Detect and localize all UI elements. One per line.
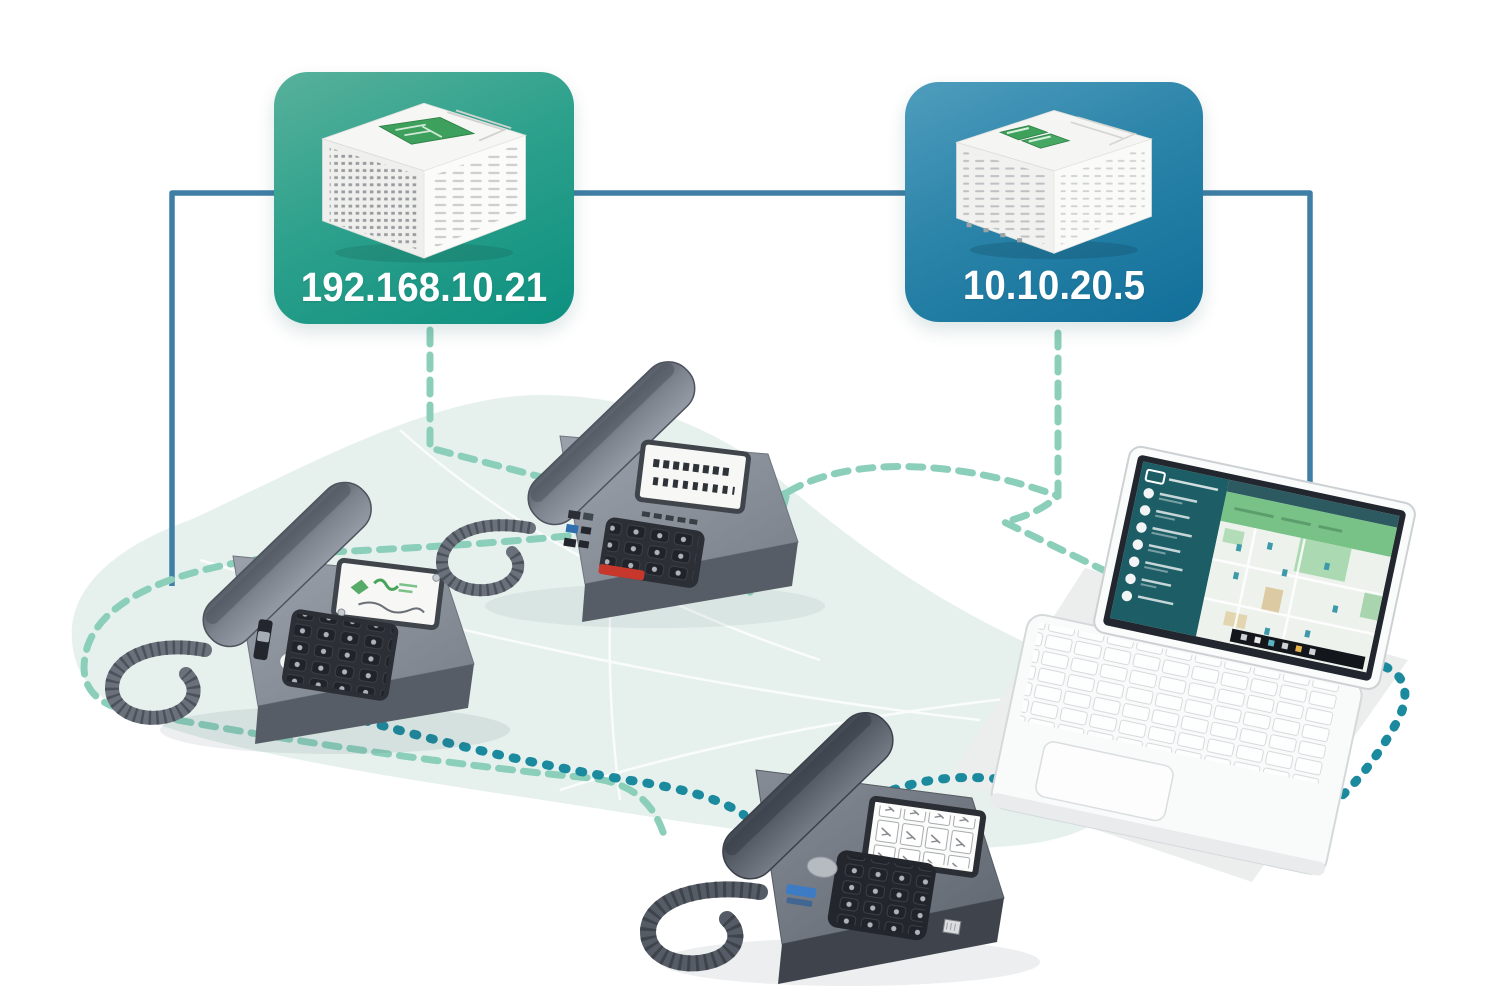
handset <box>527 361 696 526</box>
phone-keypad <box>598 511 705 588</box>
desk-phone-bottom <box>639 712 1040 986</box>
gateway-box-icon <box>321 102 527 263</box>
contact-labels <box>1137 492 1198 606</box>
laptop-screen <box>1093 445 1416 690</box>
wired-link-line <box>169 190 1313 586</box>
laptop <box>990 445 1416 876</box>
green-connector-modules <box>998 125 1071 149</box>
line-socket <box>942 918 962 936</box>
phone-display <box>634 439 751 514</box>
ip-label-secondary: 10.10.20.5 <box>962 262 1146 308</box>
dash-gateway-b-to-laptop <box>993 329 1128 584</box>
dashboard-map-panel <box>1196 479 1400 673</box>
gateway-card-primary: 192.168.10.21 <box>274 72 574 324</box>
map-header-band <box>1220 491 1398 557</box>
map-markers <box>1232 542 1339 638</box>
dashboard-sidebar <box>1109 461 1230 637</box>
vent-grid <box>329 147 417 250</box>
laptop-base <box>990 613 1363 876</box>
volume-slider <box>253 619 273 661</box>
cord-coils <box>104 640 207 725</box>
taskbar-icons <box>1240 633 1316 656</box>
keyboard <box>1019 622 1340 784</box>
desk-phone-left <box>104 481 510 754</box>
side-controls <box>785 856 838 907</box>
phone-keypad <box>282 609 399 701</box>
cord-coils <box>435 519 532 597</box>
dash-zone-loop <box>80 488 792 842</box>
indicator-lights <box>563 510 594 549</box>
handset <box>202 481 372 648</box>
contact-list <box>1121 488 1154 602</box>
handset-cord <box>639 881 768 972</box>
gateway-card-secondary: 10.10.20.5 <box>905 82 1203 322</box>
desk-phone-middle <box>435 361 825 628</box>
trackpad <box>1035 741 1174 822</box>
handset <box>722 712 894 880</box>
blue-accent <box>785 884 817 899</box>
app-logo-icon <box>1144 468 1166 485</box>
gateway-box-icon <box>955 110 1153 260</box>
dash-phone-to-junction <box>784 463 1062 500</box>
dash-gateway-a-to-phone <box>426 326 549 482</box>
vent-rows <box>431 144 519 250</box>
vent-rows <box>963 150 1048 245</box>
phone-display <box>331 557 445 631</box>
display-green-logo <box>350 579 369 595</box>
phone-keypad <box>827 850 936 941</box>
port-icons <box>966 223 1023 243</box>
vent-rows-right <box>1060 147 1145 245</box>
brand-badge <box>806 856 838 878</box>
red-accent <box>598 564 645 581</box>
phone-front <box>255 664 474 744</box>
ip-label-primary: 192.168.10.21 <box>300 264 548 310</box>
